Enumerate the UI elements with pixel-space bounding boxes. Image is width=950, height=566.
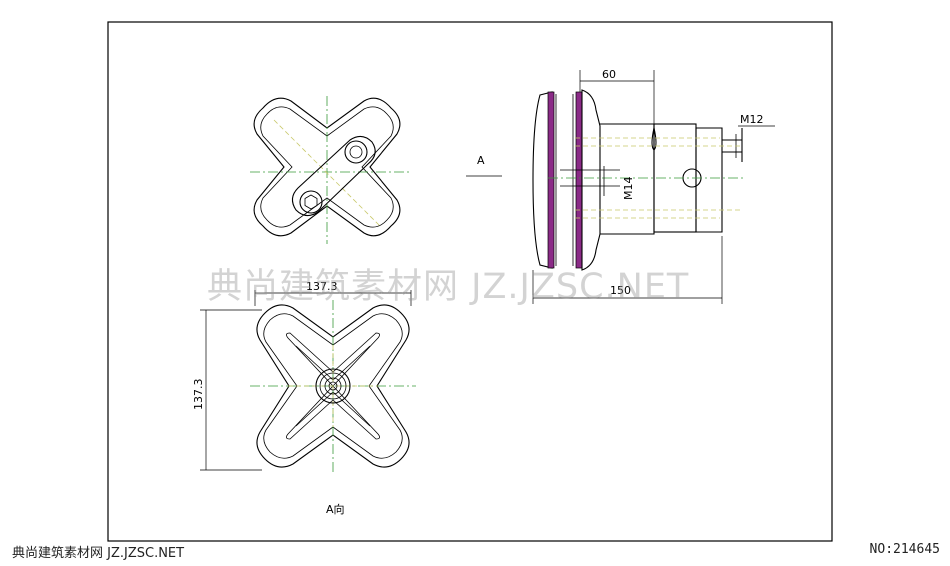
side-view — [466, 70, 775, 304]
dim-top-width-label: 137.3 — [306, 280, 338, 293]
view-a-caption: A向 — [326, 502, 345, 516]
view-a-label: A — [477, 154, 485, 167]
drawing-frame — [107, 21, 833, 542]
dim-side-height-label: 137.3 — [192, 379, 205, 411]
plan-view-top — [250, 96, 412, 244]
dim-m14-label: M14 — [622, 177, 635, 201]
watermark: 典尚建筑素材网 JZ.JZSC.NET — [207, 267, 690, 307]
dim-150-label: 150 — [610, 284, 631, 297]
plan-view-a — [200, 290, 416, 472]
footer-site-name: 典尚建筑素材网 JZ.JZSC.NET — [12, 546, 185, 561]
dim-60-label: 60 — [602, 68, 616, 81]
footer-number: NO:214645 — [869, 542, 940, 557]
dim-m12-label: M12 — [740, 113, 764, 126]
